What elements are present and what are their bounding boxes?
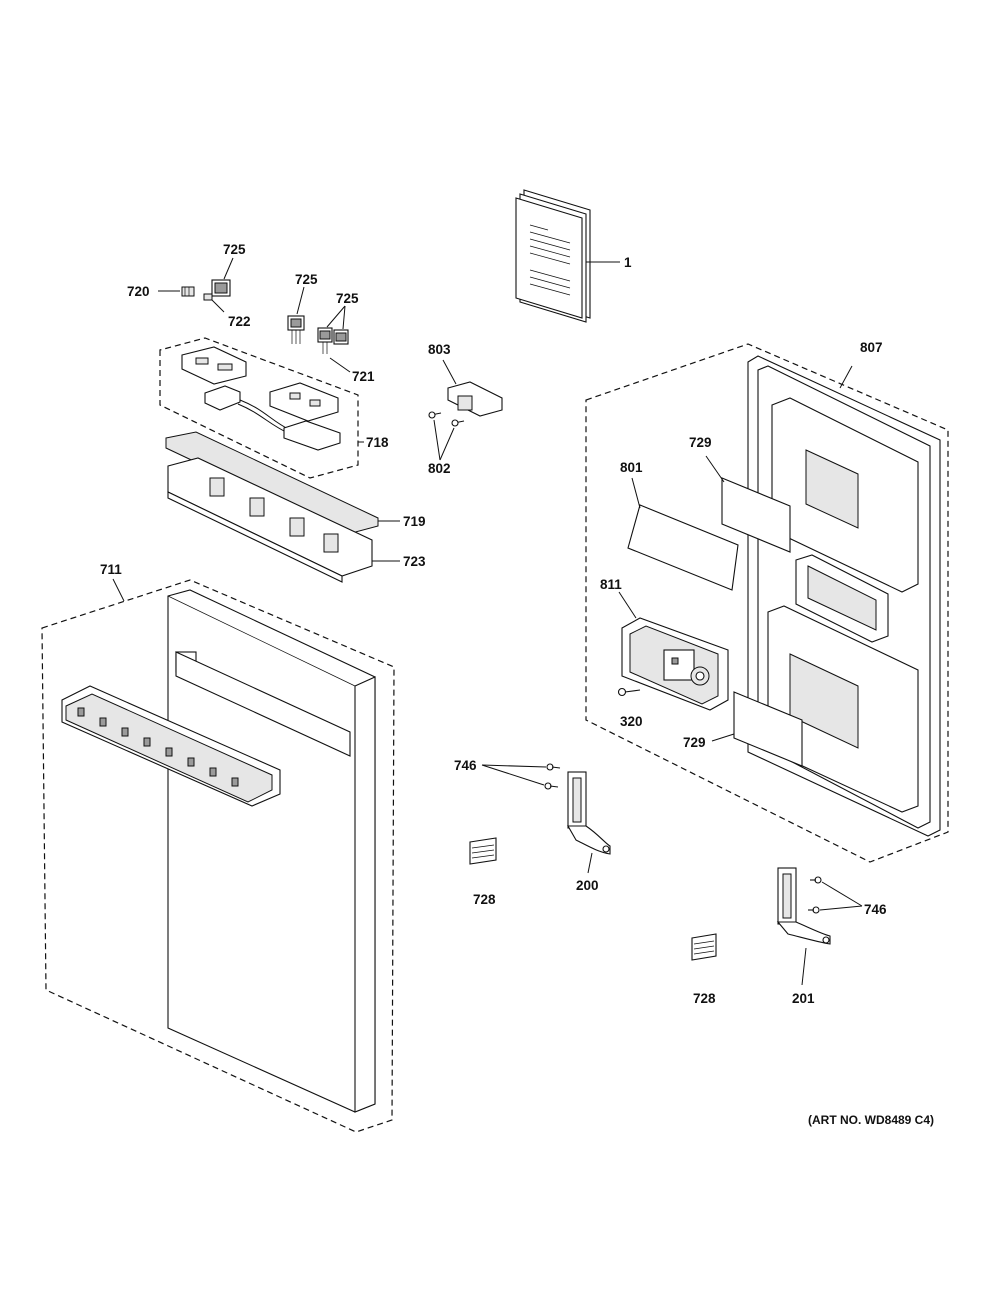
assembly-807-boundary [585,343,949,863]
callout-320: 320 [620,714,643,729]
assembly-718-boundary [159,337,359,479]
control-board-718 [181,346,364,451]
callout-719: 719 [403,514,426,529]
callout-801: 801 [620,460,643,475]
hinge-201 [776,867,831,986]
control-cover-719 [165,431,400,535]
callout-729-bottom: 729 [683,735,706,750]
panel-801 [627,477,739,591]
callout-725-b: 725 [295,272,318,287]
screws-746-right [808,876,863,914]
assembly-711-boundary [41,579,395,1133]
callout-721: 721 [352,369,375,384]
callout-1: 1 [624,255,632,270]
control-housing-723 [167,457,400,583]
callout-718: 718 [366,435,389,450]
callout-807: 807 [860,340,883,355]
screws-802 [428,411,465,461]
callout-728-right: 728 [693,991,716,1006]
outer-door-panel-711 [61,578,376,1113]
callout-802: 802 [428,461,451,476]
callout-746-left: 746 [454,758,477,773]
screws-746-left [481,763,561,790]
callout-729-top: 729 [689,435,712,450]
callout-811: 811 [600,577,622,592]
callout-720: 720 [127,284,150,299]
callout-725-a: 725 [223,242,246,257]
callout-200: 200 [576,878,599,893]
bracket-803 [442,359,503,417]
manual-booklet [515,189,620,323]
callout-711: 711 [100,562,122,577]
inner-door-807 [747,355,941,837]
callout-722: 722 [228,314,251,329]
callout-725-c: 725 [336,291,359,306]
callout-728-left: 728 [473,892,496,907]
label-729-bottom [711,691,803,767]
callout-723: 723 [403,554,426,569]
dispenser-811 [618,591,729,711]
screw-320 [617,687,641,697]
switch-parts-top [158,257,351,373]
callout-201: 201 [792,991,815,1006]
label-729-top [705,455,791,553]
clip-728-left [469,837,497,865]
art-number: (ART NO. WD8489 C4) [808,1113,934,1127]
clip-728-right [691,933,717,961]
callout-746-right: 746 [864,902,887,917]
hinge-200 [567,771,611,874]
callout-803: 803 [428,342,451,357]
